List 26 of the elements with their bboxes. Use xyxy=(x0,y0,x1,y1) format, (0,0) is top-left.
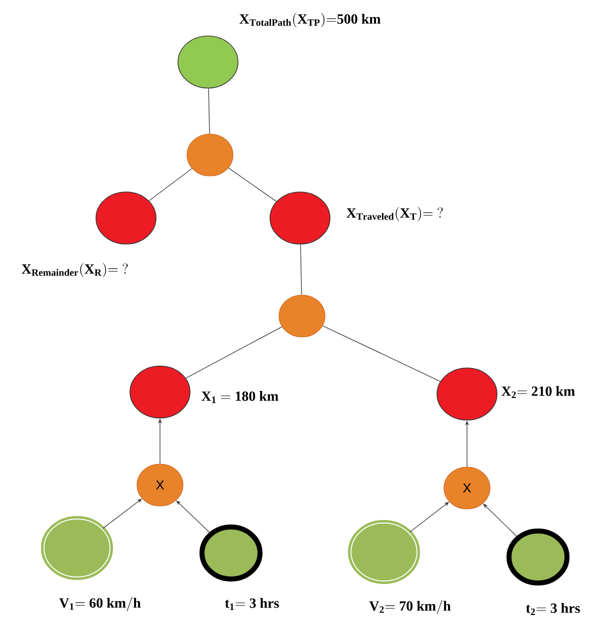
value-label: $\mathbf{t_{2}{=}\ 3\ hrs}$ xyxy=(526,603,580,615)
ringed-circle xyxy=(506,528,570,586)
value-label: $\mathbf{X_{TotalPath}(X_{TP}){=}500\ km}$ xyxy=(240,12,381,28)
connector-line xyxy=(186,326,282,378)
value-label: $\mathbf{X_{Remainder}(X_{R}){=}\ ?}$ xyxy=(22,262,128,278)
circle xyxy=(178,36,238,88)
value-label: $\mathbf{X_{Traveled}(X_{T}){=}\ ?}$ xyxy=(346,206,443,222)
ringed-circle xyxy=(41,516,113,580)
ringed-circle xyxy=(200,524,262,582)
value-label: $\mathbf{V_{1}{=}\ 60\ km/h}$ xyxy=(59,596,141,612)
connector-line xyxy=(228,168,277,202)
value-label: $\mathbf{V_{2}{=}\ 70\ km/h}$ xyxy=(369,600,451,614)
operator-circle xyxy=(278,294,326,338)
ringed-circle xyxy=(348,520,420,584)
circle xyxy=(96,192,156,244)
circle xyxy=(130,366,190,418)
connector-line xyxy=(300,244,302,296)
value-label: $\mathbf{X_{2}{=}\ 210\ km}$ xyxy=(501,386,575,398)
value-label: $\mathbf{X_{1}\ {=}\ 180\ km}$ xyxy=(201,391,278,403)
operator-circle xyxy=(186,134,234,176)
connector-line xyxy=(148,168,192,202)
connector-line xyxy=(208,88,210,134)
circle xyxy=(436,368,498,420)
connector-line xyxy=(322,325,441,382)
value-label: $\mathbf{t_{1}{=}\ 3\ hrs}$ xyxy=(224,598,279,610)
circle xyxy=(270,192,330,244)
